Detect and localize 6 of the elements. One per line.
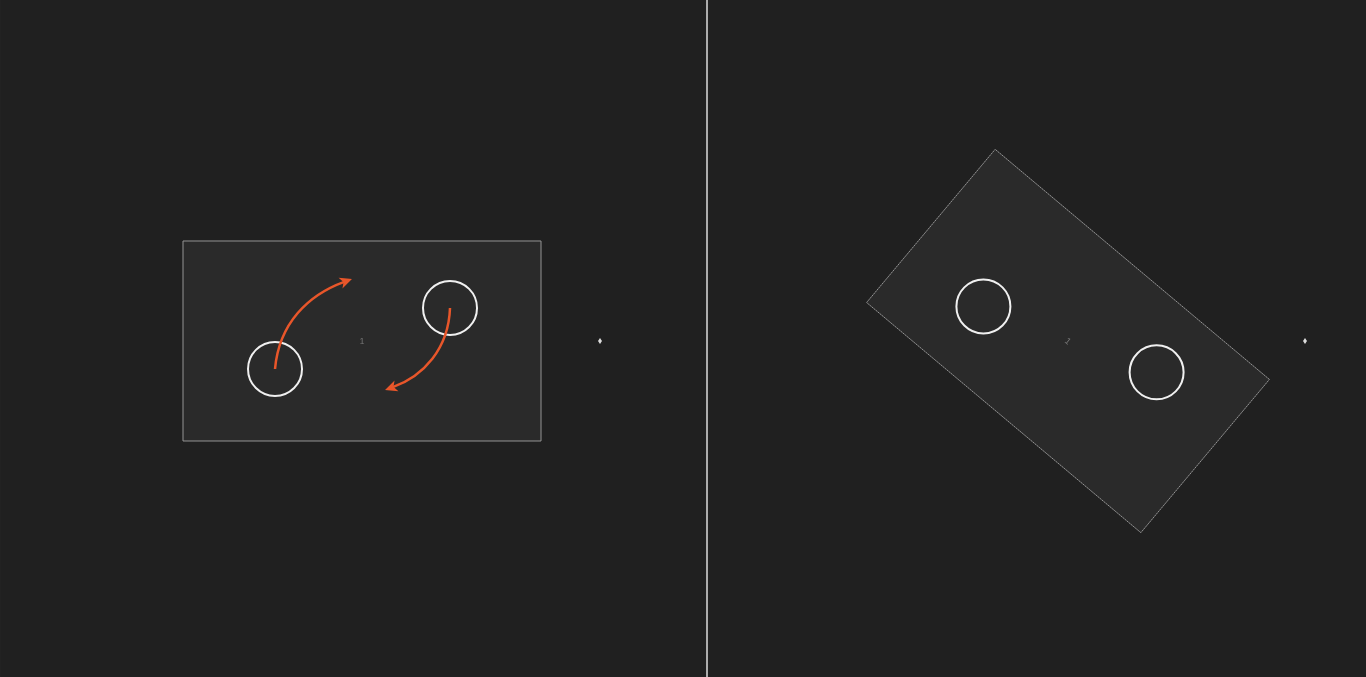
- panel: 1: [866, 148, 1270, 534]
- circle-marker: [422, 280, 478, 336]
- circle-marker: [955, 278, 1012, 335]
- panel: 1: [182, 240, 542, 442]
- circle-marker: [247, 341, 303, 397]
- circle-marker: [1128, 344, 1185, 401]
